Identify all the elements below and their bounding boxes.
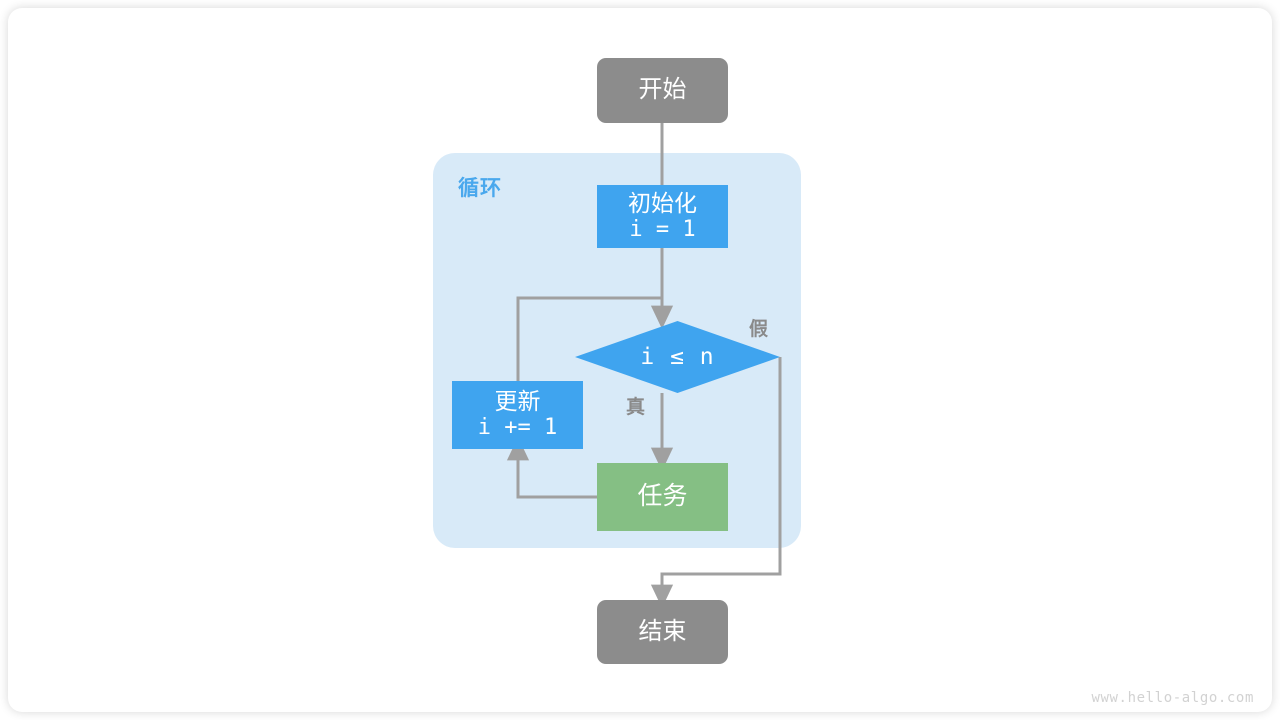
edge-label-true: 真 — [626, 397, 646, 418]
node-init-line2: i = 1 — [629, 216, 696, 242]
node-update-line1: 更新 — [494, 388, 541, 415]
diagram-card: 循环 — [8, 8, 1272, 712]
node-condition-label: i ≤ n — [640, 344, 715, 370]
diamond-shape — [575, 321, 780, 393]
edge-label-false: 假 — [749, 319, 769, 340]
node-update-line2: i += 1 — [477, 415, 558, 441]
node-task[interactable]: 任务 — [597, 463, 728, 531]
node-init[interactable]: 初始化 i = 1 — [597, 185, 728, 248]
node-init-line1: 初始化 — [628, 189, 697, 216]
node-task-label: 任务 — [637, 482, 688, 511]
node-end[interactable]: 结束 — [597, 600, 728, 664]
node-condition[interactable]: i ≤ n — [575, 321, 780, 393]
node-end-label: 结束 — [638, 617, 687, 645]
node-update[interactable]: 更新 i += 1 — [452, 381, 583, 449]
flowchart-canvas: 循环 — [8, 8, 1272, 712]
watermark: www.hello-algo.com — [1091, 690, 1254, 706]
loop-container-label: 循环 — [458, 177, 502, 200]
node-start-label: 开始 — [638, 76, 687, 104]
node-start[interactable]: 开始 — [597, 58, 728, 123]
